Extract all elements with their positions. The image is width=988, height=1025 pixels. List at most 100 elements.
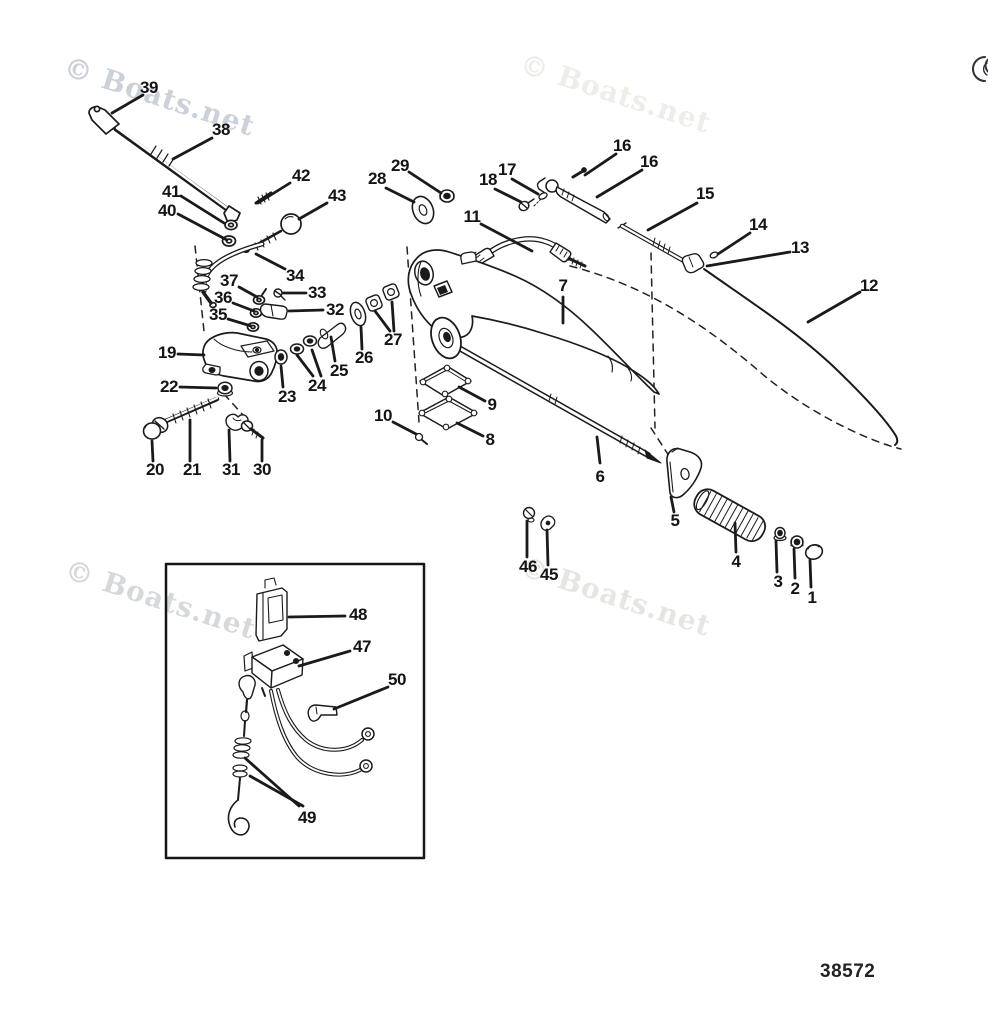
- leader-line: [110, 93, 145, 115]
- callout-number: 16: [640, 152, 658, 171]
- leader-line: [479, 222, 534, 253]
- leader-line: [179, 194, 226, 225]
- callout-number: 25: [330, 361, 348, 380]
- callout-number: 16: [613, 136, 631, 155]
- callout-number: 2: [790, 579, 800, 598]
- callout-number: 30: [253, 460, 271, 479]
- callout-number: 19: [158, 343, 176, 362]
- callout-number: 33: [308, 283, 326, 302]
- callout-number: 14: [749, 215, 767, 234]
- callout-number: 8: [485, 430, 495, 449]
- leader-line: [329, 335, 337, 363]
- callout-number: 11: [463, 207, 481, 226]
- leader-line: [297, 649, 352, 668]
- callout-number: 36: [214, 288, 232, 307]
- leader-line: [256, 181, 292, 205]
- callout-number: 18: [479, 170, 497, 189]
- leader-line: [295, 353, 315, 378]
- callout-number: 43: [328, 186, 346, 205]
- callout-number: 6: [595, 467, 605, 486]
- leader-line: [373, 309, 392, 333]
- callout-number: 31: [222, 460, 240, 479]
- callout-number: 15: [696, 184, 714, 203]
- callout-number: 47: [353, 637, 371, 656]
- callout-number: 12: [860, 276, 878, 295]
- callout-number: 35: [209, 305, 227, 324]
- leader-line: [595, 435, 602, 465]
- callout-number: 37: [220, 271, 238, 290]
- callout-number: 20: [146, 460, 164, 479]
- leader-line: [178, 385, 218, 390]
- callout-number: 13: [791, 238, 809, 257]
- leader-line: [150, 439, 155, 463]
- callout-number: 9: [487, 395, 497, 414]
- leader-line: [391, 420, 418, 436]
- callout-number: 4: [731, 552, 741, 571]
- callout-number: 7: [558, 276, 568, 295]
- callout-number: 41: [162, 182, 180, 201]
- leader-line: [407, 170, 443, 195]
- callout-number: 17: [498, 160, 516, 179]
- leader-line: [231, 301, 256, 313]
- callout-number: 45: [540, 565, 558, 584]
- callout-number: 27: [384, 330, 402, 349]
- leader-line: [774, 539, 779, 574]
- leader-line: [733, 521, 738, 554]
- leader-line: [310, 348, 323, 378]
- leader-line: [287, 614, 347, 619]
- callout-number: 32: [326, 300, 344, 319]
- callout-number: 23: [278, 387, 296, 406]
- leader-line: [171, 136, 214, 161]
- callout-number: 42: [292, 166, 310, 185]
- leader-line: [237, 285, 259, 299]
- leader-line: [297, 201, 329, 221]
- leader-line: [457, 385, 487, 403]
- leader-line: [595, 168, 644, 199]
- leader-line: [254, 252, 287, 271]
- callout-number: 39: [140, 78, 158, 97]
- leader-line: [279, 364, 285, 389]
- leader-line: [716, 231, 752, 256]
- callout-number: 50: [388, 670, 406, 689]
- leader-line: [359, 325, 364, 351]
- callout-number: 21: [183, 460, 201, 479]
- callout-number: 46: [519, 557, 537, 576]
- callout-number: 3: [773, 572, 783, 591]
- leader-line: [332, 685, 390, 711]
- leader-line: [669, 495, 676, 514]
- callout-number: 40: [158, 201, 176, 220]
- leader-line: [227, 428, 232, 463]
- callout-number: 22: [160, 377, 178, 396]
- callout-number: 38: [212, 120, 230, 139]
- callout-number: 5: [670, 511, 680, 530]
- callout-number: 49: [298, 808, 316, 827]
- callout-number: 10: [374, 406, 392, 425]
- leader-line: [287, 308, 325, 313]
- callout-number: 26: [355, 348, 373, 367]
- partial-copyright-icon: ©: [981, 54, 988, 80]
- leader-line: [510, 177, 540, 196]
- callout-number: 1: [807, 588, 817, 607]
- callout-number: 28: [368, 169, 386, 188]
- leader-line: [493, 187, 523, 204]
- leader-line: [390, 300, 396, 333]
- leader-line: [808, 558, 813, 589]
- leader-line: [545, 528, 550, 567]
- leader-line: [248, 774, 305, 808]
- callout-number: 29: [391, 156, 409, 175]
- leader-line: [806, 290, 862, 324]
- callout-number: 34: [286, 266, 304, 285]
- leader-line: [176, 352, 206, 357]
- callout-number: 24: [308, 376, 326, 395]
- leader-line: [384, 186, 416, 204]
- leader-line: [176, 212, 229, 242]
- drawing-number: 38572: [820, 961, 876, 982]
- leader-line: [646, 201, 699, 232]
- leader-line: [705, 250, 792, 268]
- callout-number: 48: [349, 605, 367, 624]
- leader-line: [226, 317, 253, 328]
- leader-line: [455, 421, 485, 438]
